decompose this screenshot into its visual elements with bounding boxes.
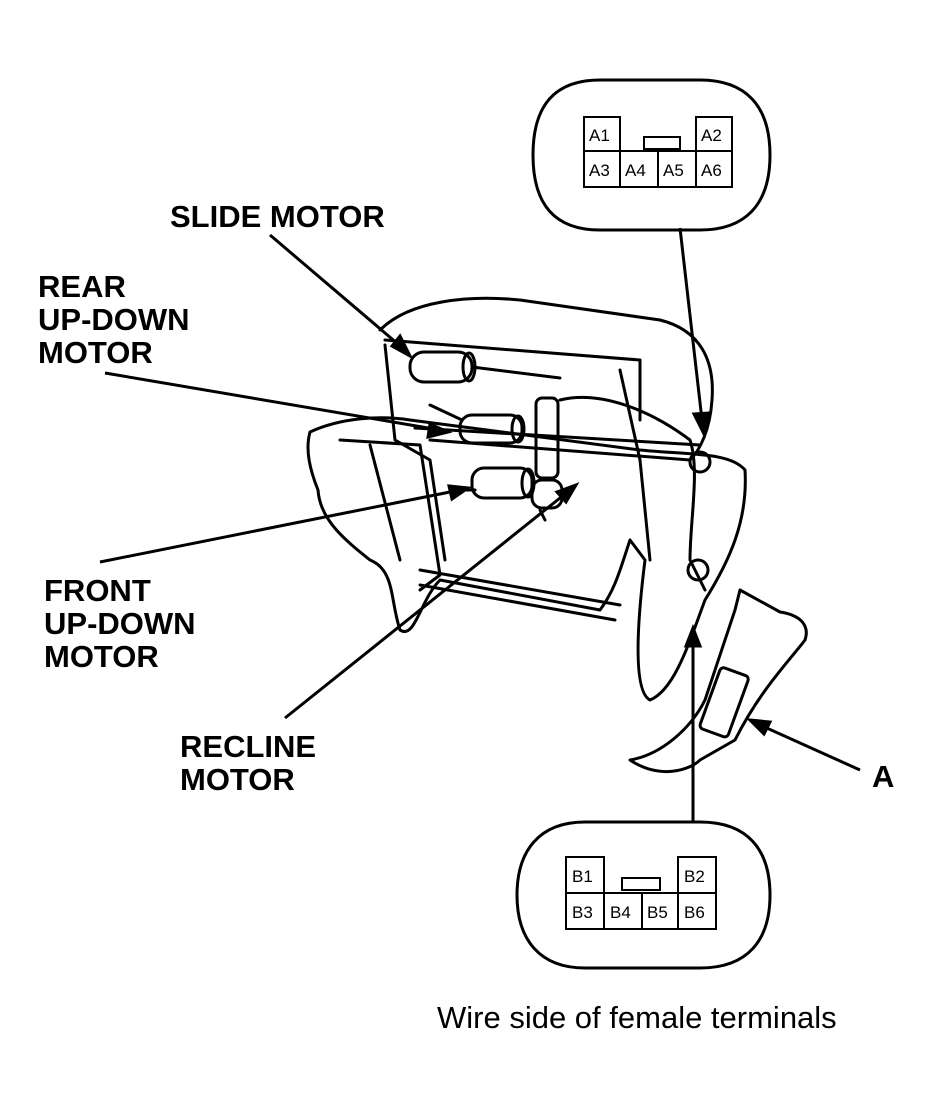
pin-a3-label: A3 (589, 161, 610, 180)
front-label-line-3: MOTOR (44, 639, 159, 674)
seat-frame-outline (306, 416, 747, 702)
recline-label-line-1: RECLINE (180, 729, 317, 764)
recline-motor-label: RECLINE MOTOR (180, 730, 316, 796)
connector-a-callout-line (678, 227, 704, 421)
recline-motor-leader (284, 488, 571, 720)
pin-b1-label: B1 (572, 867, 593, 886)
rear-motor-leader (104, 371, 441, 432)
left-rail (383, 343, 447, 562)
cross-cable (413, 426, 702, 462)
pin-b5-label: B5 (647, 903, 668, 922)
connector-a-label: A (872, 759, 895, 794)
pin-b3-label: B3 (572, 903, 593, 922)
seat-back-top (378, 296, 714, 462)
pin-b6-label: B6 (684, 903, 705, 922)
terminal-caption: Wire side of female terminals (437, 1000, 837, 1035)
front-up-down-motor-shape (458, 466, 536, 500)
front-up-down-motor-label: FRONT UP-DOWN MOTOR (44, 574, 196, 673)
pin-b2-label: B2 (684, 867, 705, 886)
pin-a1-label: A1 (589, 126, 610, 145)
slide-motor-leader (269, 233, 406, 352)
rear-up-down-motor-label: REAR UP-DOWN MOTOR (38, 270, 190, 369)
rear-label-line-2: UP-DOWN (38, 302, 190, 337)
latch-a (643, 136, 681, 150)
wire-harness (558, 395, 707, 592)
pin-a4-label: A4 (625, 161, 646, 180)
seat-bottom-rail (418, 568, 622, 622)
front-label-line-1: FRONT (44, 573, 151, 608)
connector-a-leader (759, 723, 861, 772)
front-label-line-2: UP-DOWN (44, 606, 196, 641)
right-rail (618, 368, 652, 562)
pin-a6-label: A6 (701, 161, 722, 180)
rear-up-down-motor-shape (428, 403, 526, 445)
rear-label-line-3: MOTOR (38, 335, 153, 370)
slide-motor-shape (408, 350, 562, 384)
recline-label-line-2: MOTOR (180, 762, 295, 797)
pin-b4-label: B4 (610, 903, 631, 922)
pin-a6 (695, 150, 733, 188)
connector-a-body (698, 666, 750, 739)
pin-a2-label: A2 (701, 126, 722, 145)
connector-b-callout (515, 820, 772, 970)
pin-b6 (677, 892, 717, 930)
pin-a5-label: A5 (663, 161, 684, 180)
seat-inner-frame (338, 438, 442, 592)
rear-label-line-1: REAR (38, 269, 126, 304)
front-motor-leader (99, 488, 461, 564)
connector-a-callout (531, 78, 772, 232)
slide-motor-label: SLIDE MOTOR (170, 199, 385, 234)
side-cover (628, 588, 808, 774)
latch-b (621, 877, 661, 891)
